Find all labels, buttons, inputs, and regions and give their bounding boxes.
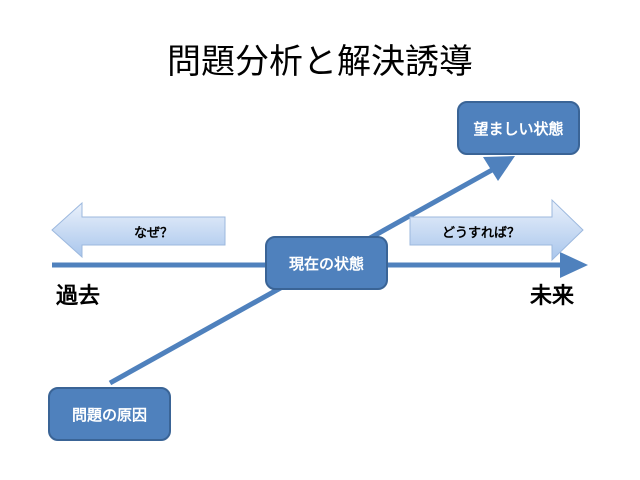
node-problem-cause: 問題の原因: [48, 387, 171, 441]
node-current-state: 現在の状態: [265, 236, 388, 290]
how-arrow-label: どうすれば？: [441, 226, 520, 241]
slide-title: 問題分析と解決誘導: [167, 42, 473, 82]
label-future: 未来: [530, 284, 575, 309]
label-past: 過去: [56, 284, 101, 309]
node-desired-state: 望ましい状態: [457, 101, 580, 155]
timeline-arrowhead: [560, 252, 588, 278]
why-arrow-label: なぜ？: [133, 226, 173, 241]
how-arrow-shape: [409, 198, 584, 262]
diagonal-arrowhead: [483, 156, 515, 181]
why-arrow-shape: [51, 201, 226, 259]
